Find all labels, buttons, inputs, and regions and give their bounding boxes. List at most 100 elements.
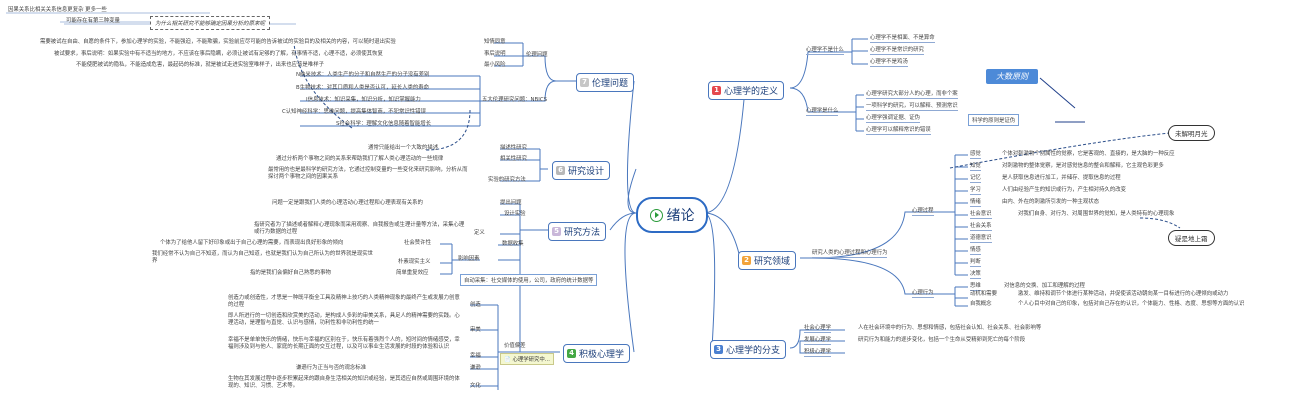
ethics-key: 事后说明 [484, 51, 506, 57]
process-label: 心理过程 [912, 208, 934, 216]
top-note: 因果关系比相关关系信息更复杂 更多一些 [8, 7, 107, 13]
methods-question-label: 提出问题 [500, 200, 522, 206]
cloud-note: 未解明月光 [1168, 125, 1215, 141]
branch-label: 积极心理学 [579, 350, 625, 360]
nbics-item: B生物技术：对其口质和人类是否认可，延长人类的寿命 [296, 85, 430, 91]
behavior-value: 激发、维持和调节个体进行某种活动，并促使该活动朝向某一目标进行的心理倾向或动力 [1018, 291, 1229, 297]
branch-subfields[interactable]: 3 心理学的分支 [710, 340, 787, 359]
ethics-key: 知情同意 [484, 39, 506, 45]
positive-value: 即人所进行的一切创造和欣赏美的活动，是构成人多彩的审美关系，具足人的精神需要的实… [228, 313, 460, 326]
nbics-item: I信息技术：知识采集，知识分析，知识掌握能力 [306, 97, 421, 103]
positive-key: 审美 [470, 327, 481, 333]
top-note: 可能存在有第三种变量 [66, 18, 120, 24]
falsification-note: 科学的原则是证伪 [968, 114, 1020, 126]
branch-label: 伦理问题 [592, 79, 629, 89]
branch-fields[interactable]: 2 研究领域 [738, 251, 797, 270]
influence-key: 简单重复效应 [396, 270, 429, 276]
connector-b5 [609, 212, 637, 231]
def-not-item: 心理学不是常识的研究 [870, 47, 924, 55]
behavior-key: 动机和需要 [970, 291, 997, 297]
branch-label: 研究设计 [568, 167, 605, 177]
number-badge: 5 [552, 227, 561, 236]
branch-design[interactable]: 6 研究设计 [552, 161, 611, 180]
influence-value: 个体为了给他人留下好印象或出于自己心理的需要，而表现出良好形象的倾向 [160, 240, 344, 246]
branch-definition[interactable]: 1 心理学的定义 [708, 81, 785, 100]
def-not-item: 心理学不是相面、不是算命 [870, 35, 935, 43]
process-key: 决策 [970, 271, 981, 279]
connector-b3 [703, 212, 716, 349]
subfield-key: 积极心理学 [804, 349, 831, 357]
positive-value: 谦遜行为正当与否的观念标准 [296, 365, 367, 371]
influence-key: 社会赞许性 [404, 240, 431, 246]
number-badge: 2 [742, 256, 751, 265]
branch-positive-psychology[interactable]: 4 积极心理学 [563, 344, 631, 363]
auto-collect-box: 自动采集：社交媒体的使用，公司，政府的统计数据等 [460, 274, 598, 286]
methods-def-label: 定义 [474, 230, 485, 236]
number-badge: 4 [567, 349, 576, 358]
ethics-key: 最小风险 [484, 62, 506, 68]
behavior-key: 自我概念 [970, 301, 992, 307]
number-badge: 7 [580, 78, 589, 87]
subfield-key: 社会心理学 [804, 325, 831, 333]
branch-label: 研究方法 [564, 228, 601, 238]
branch-ethics[interactable]: 7 伦理问题 [576, 73, 635, 92]
ethics-value: 需要被试在自由、自愿的条件下，参加心理学的实验，不能强迫，不能欺骗，实验前应尽可… [40, 39, 396, 45]
subfield-value: 研究行为和能力的逐步变化，包括一个生命从受精卵到死亡的每个阶段 [858, 337, 1026, 343]
number-badge: 3 [714, 345, 723, 354]
subfield-key: 发展心理学 [804, 337, 831, 345]
def-not-item: 心理学不是鸡汤 [870, 59, 908, 67]
nbics-item: C认知神经科学：思维问题，提高集体智商，不犯常识性错误 [282, 109, 426, 115]
process-key: 社会关系 [970, 223, 992, 231]
design-key: 实验的研究方法 [488, 177, 526, 183]
process-key: 知觉 [970, 163, 981, 171]
ethics-label: 伦理问题 [526, 52, 548, 58]
process-key: 思维 [970, 283, 981, 291]
positive-value: 幸福不是单单快乐的情绪，快乐与幸福的区别在于，快乐有着强烈个人的，短时间的情绪感… [228, 337, 460, 350]
play-icon [649, 208, 663, 222]
methods-question-text: 问题一定是跟我们人类的心理活动心理过程和心理表现有关系的 [272, 200, 423, 206]
root-node[interactable]: 绪论 [636, 197, 708, 233]
connector-b6 [627, 168, 637, 214]
process-key: 记忆 [970, 175, 981, 183]
branch-label: 研究领域 [754, 257, 791, 267]
root-label: 绪论 [666, 208, 695, 224]
question-callout: 为什么相关研究不能够确定因果分析的原来呢 [150, 16, 271, 30]
positive-key: 幸福 [470, 353, 481, 359]
positive-key: 创造 [470, 302, 481, 308]
subfield-value: 人在社会环境中的行为、思想和情感，包括社会认知、社会关系、社会影响等 [858, 325, 1042, 331]
connector-b4 [624, 212, 637, 353]
design-key: 相关性研究 [500, 156, 527, 162]
influence-key: 朴素现实主义 [398, 259, 431, 265]
fields-stem: 研究人类的心理过程和心理行为 [812, 250, 888, 258]
number-badge: 1 [712, 86, 721, 95]
process-value: 对信息的交换、加工和理解的过程 [1004, 283, 1085, 289]
def-is-item: 心理学可以解释常识的错误 [866, 127, 931, 135]
connector-b7 [627, 80, 637, 214]
nbics-label: 五大伦理研究问题：NBICS [482, 97, 548, 103]
process-key: 情感 [970, 247, 981, 255]
design-key: 描述性研究 [500, 145, 527, 151]
process-key: 判断 [970, 259, 981, 267]
positive-key: 谦逊 [470, 365, 481, 371]
positive-key: 文化 [470, 383, 481, 389]
methods-experiment: 设计实验 [504, 211, 526, 217]
nbics-item: S社会科学：理解文化信息随着智能增长 [336, 121, 432, 127]
process-value: 对刺激物的整体觉察，是对感觉信息的整合和解释，它主观色彩更多 [1002, 163, 1164, 169]
def-not-label: 心理学不是什么 [806, 47, 844, 55]
positive-value: 创造力或创造性，才思是一种既平衡全工具及精神上技巧的人类精神现象的最终产生或发展… [228, 295, 460, 308]
process-value: 是人获取信息进行加工，并储存、提取信息的过程 [1002, 175, 1121, 181]
influence-value: 指的是我们会偏好自己熟悉的事物 [250, 270, 331, 276]
cloud-note: 疑是地上霜 [1168, 230, 1215, 246]
influence-value: 我们经常不认为自己不知道，而认为自己知道，也就是我们认为自己所认为的世界就是现实… [152, 251, 374, 264]
design-value: 通常只能给出一个大致的描述 [368, 145, 439, 151]
def-is-item: 心理学研究大部分人的心理，而非个案 [866, 91, 958, 99]
behavior-label: 心理行为 [912, 290, 934, 298]
process-value: 对我们自身、对行为、对周围世界的觉知，是人类特有的心理现象 [1018, 211, 1175, 217]
number-badge: 6 [556, 166, 565, 175]
process-key: 学习 [970, 187, 981, 195]
def-is-item: 心理学强调证据、证伪 [866, 115, 920, 123]
ethics-value: 不能使肥被试的隐私，不能造成危害，最起码的标准，就是被试走进实验室唯样子，出来也… [76, 62, 324, 68]
process-key: 情绪 [970, 199, 981, 207]
process-key: 社会意识 [970, 211, 992, 219]
branch-methods[interactable]: 5 研究方法 [548, 222, 607, 241]
